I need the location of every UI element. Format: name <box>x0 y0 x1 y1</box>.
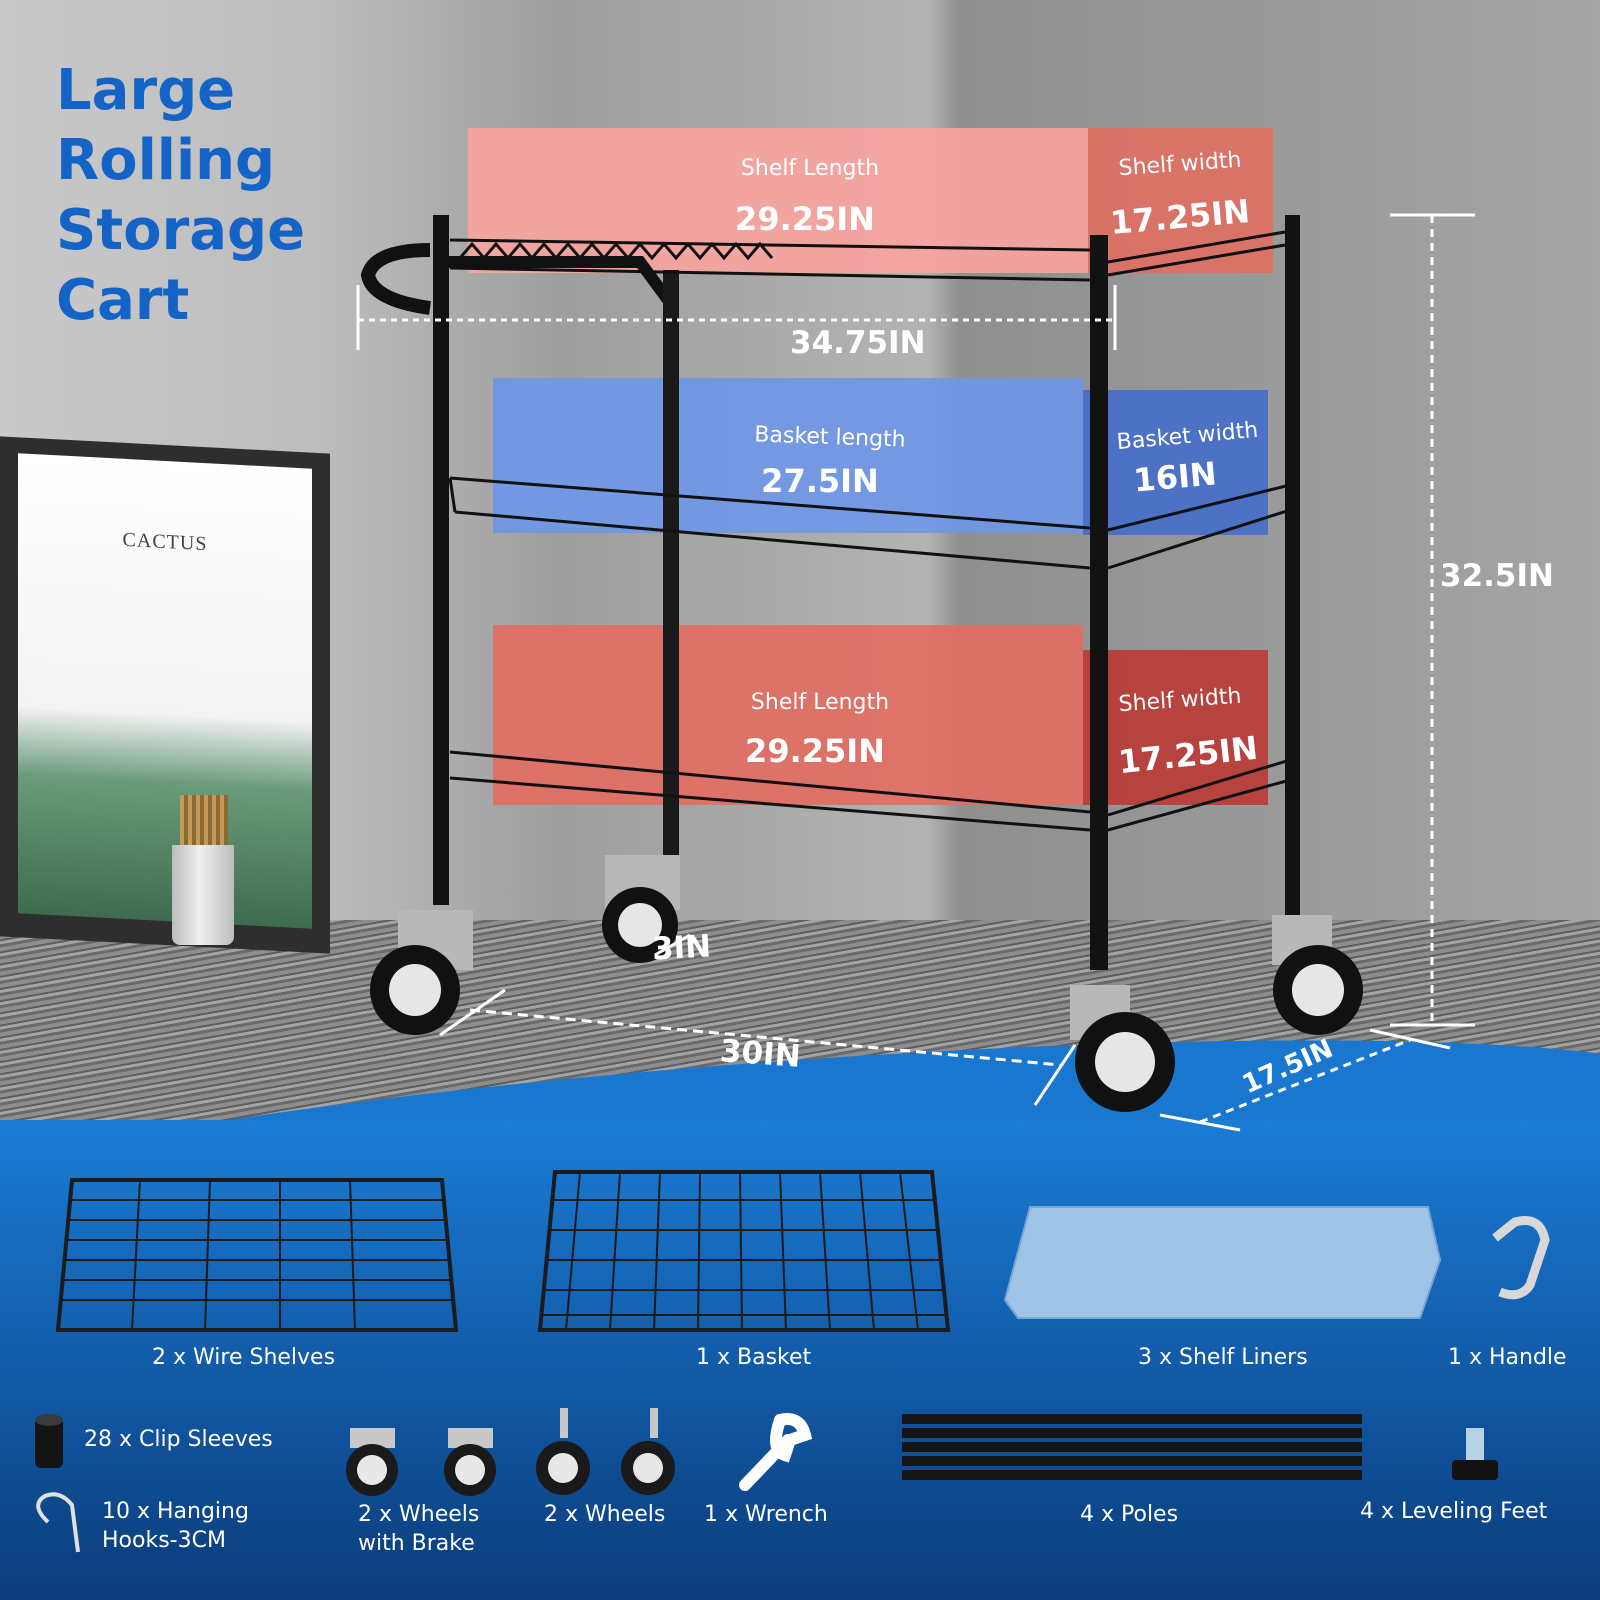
title-line-1: Large <box>56 58 236 123</box>
leveling-foot-thumbnail <box>1452 1428 1498 1480</box>
shelf-liner-thumbnail <box>1003 1206 1442 1319</box>
basket-caption: 1 x Basket <box>696 1345 812 1370</box>
pencil-cup <box>172 845 234 945</box>
handle-bar <box>445 256 673 304</box>
poles-caption: 4 x Poles <box>1080 1502 1179 1527</box>
front-left-pole <box>433 215 449 905</box>
poles-thumbnail <box>902 1414 1362 1480</box>
brake-wheels-caption-line-1: 2 x Wheels <box>358 1502 480 1527</box>
wire-shelves-caption: 2 x Wire Shelves <box>152 1345 336 1370</box>
top-shelf-length-label: Shelf Length <box>740 156 880 181</box>
basket-side-rails <box>1107 483 1291 570</box>
bottom-shelf-rails <box>449 750 1091 832</box>
handle-caption: 1 x Handle <box>1448 1345 1567 1370</box>
basket-length-value: 27.5IN <box>761 462 879 500</box>
overall-length-value: 34.75IN <box>790 325 926 361</box>
title-line-2: Rolling <box>56 128 276 193</box>
top-shelf-rails <box>449 238 1091 282</box>
title-line-4: Cart <box>56 268 190 333</box>
clip-sleeve-thumbnail <box>35 1414 63 1468</box>
cart-handle <box>360 243 432 315</box>
basket-thumbnail <box>537 1170 951 1332</box>
basket-rails <box>448 476 1091 570</box>
bottom-shelf-box-front <box>493 625 1083 805</box>
base-length-guide <box>469 1008 1061 1067</box>
overall-length-ticks <box>356 285 1117 350</box>
bottom-shelf-box-side <box>1083 650 1268 805</box>
bottom-shelf-length-label: Shelf Length <box>750 690 890 715</box>
title-line-3: Storage <box>56 198 306 263</box>
shelf-liners-caption: 3 x Shelf Liners <box>1138 1345 1308 1370</box>
product-title: Large Rolling Storage Cart <box>56 56 305 336</box>
brake-wheels-caption-line-2: with Brake <box>358 1531 475 1556</box>
base-width-ticks <box>1159 1028 1451 1132</box>
base-length-ticks <box>439 988 1077 1106</box>
wrench-thumbnail <box>739 1413 813 1491</box>
base-width-guide <box>1199 1038 1411 1124</box>
brake-wheels-thumbnail <box>346 1428 496 1496</box>
wheel-size-guide <box>654 933 691 957</box>
wire-shelf-thumbnail <box>55 1178 459 1332</box>
hooks-caption-line-1: 10 x Hanging <box>102 1499 249 1524</box>
hooks-caption-line-2: Hooks-3CM <box>102 1528 226 1553</box>
height-value: 32.5IN <box>1440 558 1554 594</box>
back-left-pole <box>663 270 679 870</box>
bottom-shelf-length-value: 29.25IN <box>745 732 885 770</box>
top-shelf-zigzag <box>458 241 774 261</box>
dimension-guides <box>356 213 1475 1132</box>
clip-sleeves-caption: 28 x Clip Sleeves <box>84 1427 273 1452</box>
wrench-caption: 1 x Wrench <box>704 1502 828 1527</box>
hanging-hook-thumbnail <box>36 1492 80 1553</box>
top-shelf-length-value: 29.25IN <box>735 200 875 238</box>
casters <box>370 855 1363 1112</box>
leveling-feet-caption: 4 x Leveling Feet <box>1360 1499 1548 1524</box>
wire-shelves <box>448 230 1291 832</box>
back-right-pole <box>1285 215 1300 915</box>
wheels-thumbnail <box>536 1408 675 1495</box>
bottom-shelf-side-rails <box>1107 758 1291 832</box>
front-right-pole <box>1090 235 1108 970</box>
wheels-caption: 2 x Wheels <box>544 1502 666 1527</box>
handle-thumbnail <box>1492 1216 1550 1300</box>
top-shelf-side-rails <box>1107 230 1286 277</box>
basket-box-side <box>1083 390 1268 535</box>
basket-box-front <box>493 378 1083 533</box>
